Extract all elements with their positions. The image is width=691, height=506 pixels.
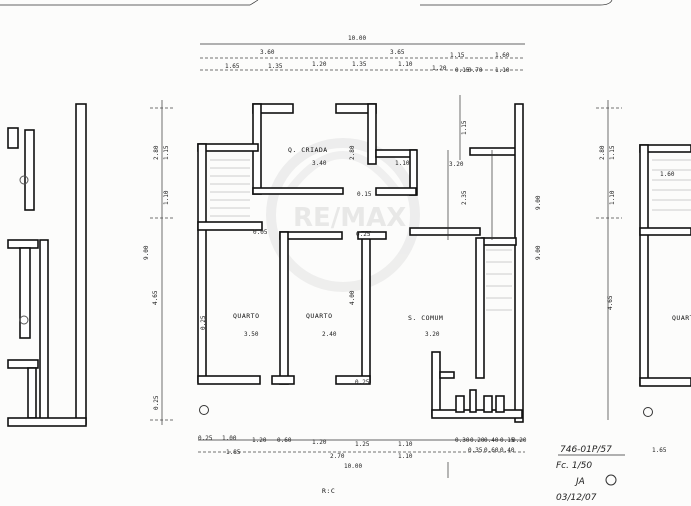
svg-text:0.15: 0.15 xyxy=(357,191,372,198)
svg-text:10.00: 10.00 xyxy=(348,35,366,42)
svg-text:3.20: 3.20 xyxy=(449,161,464,168)
paper-top-edge-left xyxy=(0,0,259,6)
svg-text:1.10: 1.10 xyxy=(398,453,413,460)
svg-text:1.60: 1.60 xyxy=(660,171,675,178)
main-plan-walls xyxy=(197,103,524,423)
svg-text:0.25: 0.25 xyxy=(356,231,371,238)
svg-text:4.00: 4.00 xyxy=(349,290,356,305)
room-label-q-criada: Q. CRIADA xyxy=(288,146,328,154)
svg-text:1.10: 1.10 xyxy=(398,441,413,448)
svg-text:1.10: 1.10 xyxy=(163,190,170,205)
svg-text:9.00: 9.00 xyxy=(535,195,542,210)
top-dimension-chain: 10.00 3.60 3.65 1.15 1.60 1.65 1.35 1.20… xyxy=(200,35,525,160)
svg-text:3.65: 3.65 xyxy=(390,49,405,56)
svg-text:3.50: 3.50 xyxy=(244,331,259,338)
interior-dimensions: 3.40 3.50 2.40 3.20 2.80 4.00 4.65 2.35 … xyxy=(152,120,542,386)
svg-text:746-01P/57: 746-01P/57 xyxy=(560,445,612,455)
svg-text:0.25: 0.25 xyxy=(355,379,370,386)
svg-text:1.20: 1.20 xyxy=(252,437,267,444)
svg-text:0.70: 0.70 xyxy=(468,67,483,74)
svg-text:10.00: 10.00 xyxy=(344,463,362,470)
bottom-dimension-chain: 0.25 1.00 1.20 0.60 1.20 1.25 1.10 0.30 … xyxy=(198,435,667,478)
right-neighbor-plan: 9.00 2.80 1.15 1.10 1.60 4.65 xyxy=(535,100,691,420)
room-label-quarto-1: QUARTO xyxy=(233,312,259,320)
svg-text:0.25: 0.25 xyxy=(200,315,207,330)
svg-text:9.00: 9.00 xyxy=(143,245,150,260)
room-label-s-comum: S. COMUM xyxy=(408,314,443,322)
svg-text:3.60: 3.60 xyxy=(260,49,275,56)
svg-text:0.60: 0.60 xyxy=(277,437,292,444)
svg-text:JA: JA xyxy=(574,477,585,487)
svg-text:3.20: 3.20 xyxy=(425,331,440,338)
svg-text:2.80: 2.80 xyxy=(349,145,356,160)
svg-text:1.15: 1.15 xyxy=(163,145,170,160)
handwritten-stamp: 746-01P/57 Fc. 1/50 JA 03/12/07 xyxy=(556,445,625,503)
svg-text:1.20: 1.20 xyxy=(312,439,327,446)
svg-text:0.20: 0.20 xyxy=(470,437,485,444)
svg-text:0.30: 0.30 xyxy=(455,437,470,444)
svg-text:9.00: 9.00 xyxy=(535,245,542,260)
svg-text:1.10: 1.10 xyxy=(609,190,616,205)
svg-text:4.65: 4.65 xyxy=(152,290,159,305)
svg-text:1.25: 1.25 xyxy=(355,441,370,448)
svg-text:0.25: 0.25 xyxy=(198,435,213,442)
svg-text:0.40: 0.40 xyxy=(484,437,499,444)
svg-text:1.10: 1.10 xyxy=(495,67,510,74)
svg-text:0.20: 0.20 xyxy=(512,437,527,444)
room-labels: Q. CRIADA QUARTO QUARTO S. COMUM QUART xyxy=(233,146,691,322)
svg-text:0.25: 0.25 xyxy=(153,395,160,410)
svg-text:0.05: 0.05 xyxy=(253,229,268,236)
svg-text:Fc. 1/50: Fc. 1/50 xyxy=(556,461,592,471)
svg-text:1.10: 1.10 xyxy=(398,61,413,68)
svg-text:2.35: 2.35 xyxy=(461,190,468,205)
svg-text:1.85: 1.85 xyxy=(226,449,241,456)
svg-text:1.00: 1.00 xyxy=(222,435,237,442)
watermark-text: RE/MAX xyxy=(293,203,406,233)
svg-text:1.35: 1.35 xyxy=(268,63,283,70)
svg-text:1.35: 1.35 xyxy=(352,61,367,68)
svg-text:1.60: 1.60 xyxy=(495,52,510,59)
svg-text:1.10: 1.10 xyxy=(395,160,410,167)
svg-text:1.20: 1.20 xyxy=(312,61,327,68)
svg-text:1.65: 1.65 xyxy=(652,447,667,454)
svg-text:2.80: 2.80 xyxy=(153,145,160,160)
svg-text:4.65: 4.65 xyxy=(607,295,614,310)
left-dimension-chain: 2.80 1.15 1.10 9.00 0.25 xyxy=(143,100,175,425)
svg-text:2.40: 2.40 xyxy=(322,331,337,338)
svg-text:0.15: 0.15 xyxy=(455,67,470,74)
left-neighbor-plan xyxy=(7,103,87,427)
svg-text:1.15: 1.15 xyxy=(609,145,616,160)
svg-text:3.40: 3.40 xyxy=(312,160,327,167)
room-label-quarto-2: QUARTO xyxy=(306,312,332,320)
paper-top-edge-right xyxy=(420,0,613,6)
svg-text:0.15: 0.15 xyxy=(500,437,515,444)
svg-text:1.15: 1.15 xyxy=(450,52,465,59)
svg-text:1.20: 1.20 xyxy=(432,65,447,72)
svg-text:2.80: 2.80 xyxy=(599,145,606,160)
floor-label: R:C xyxy=(322,487,335,495)
svg-text:0.40: 0.40 xyxy=(500,447,515,454)
svg-text:03/12/07: 03/12/07 xyxy=(556,493,597,503)
svg-text:0.60: 0.60 xyxy=(484,447,499,454)
svg-text:1.65: 1.65 xyxy=(225,63,240,70)
room-label-quarto-right: QUART xyxy=(672,314,691,322)
watermark-logo: RE/MAX xyxy=(266,138,420,292)
svg-text:1.15: 1.15 xyxy=(461,120,468,135)
svg-text:2.70: 2.70 xyxy=(330,453,345,460)
svg-text:0.35: 0.35 xyxy=(468,447,483,454)
